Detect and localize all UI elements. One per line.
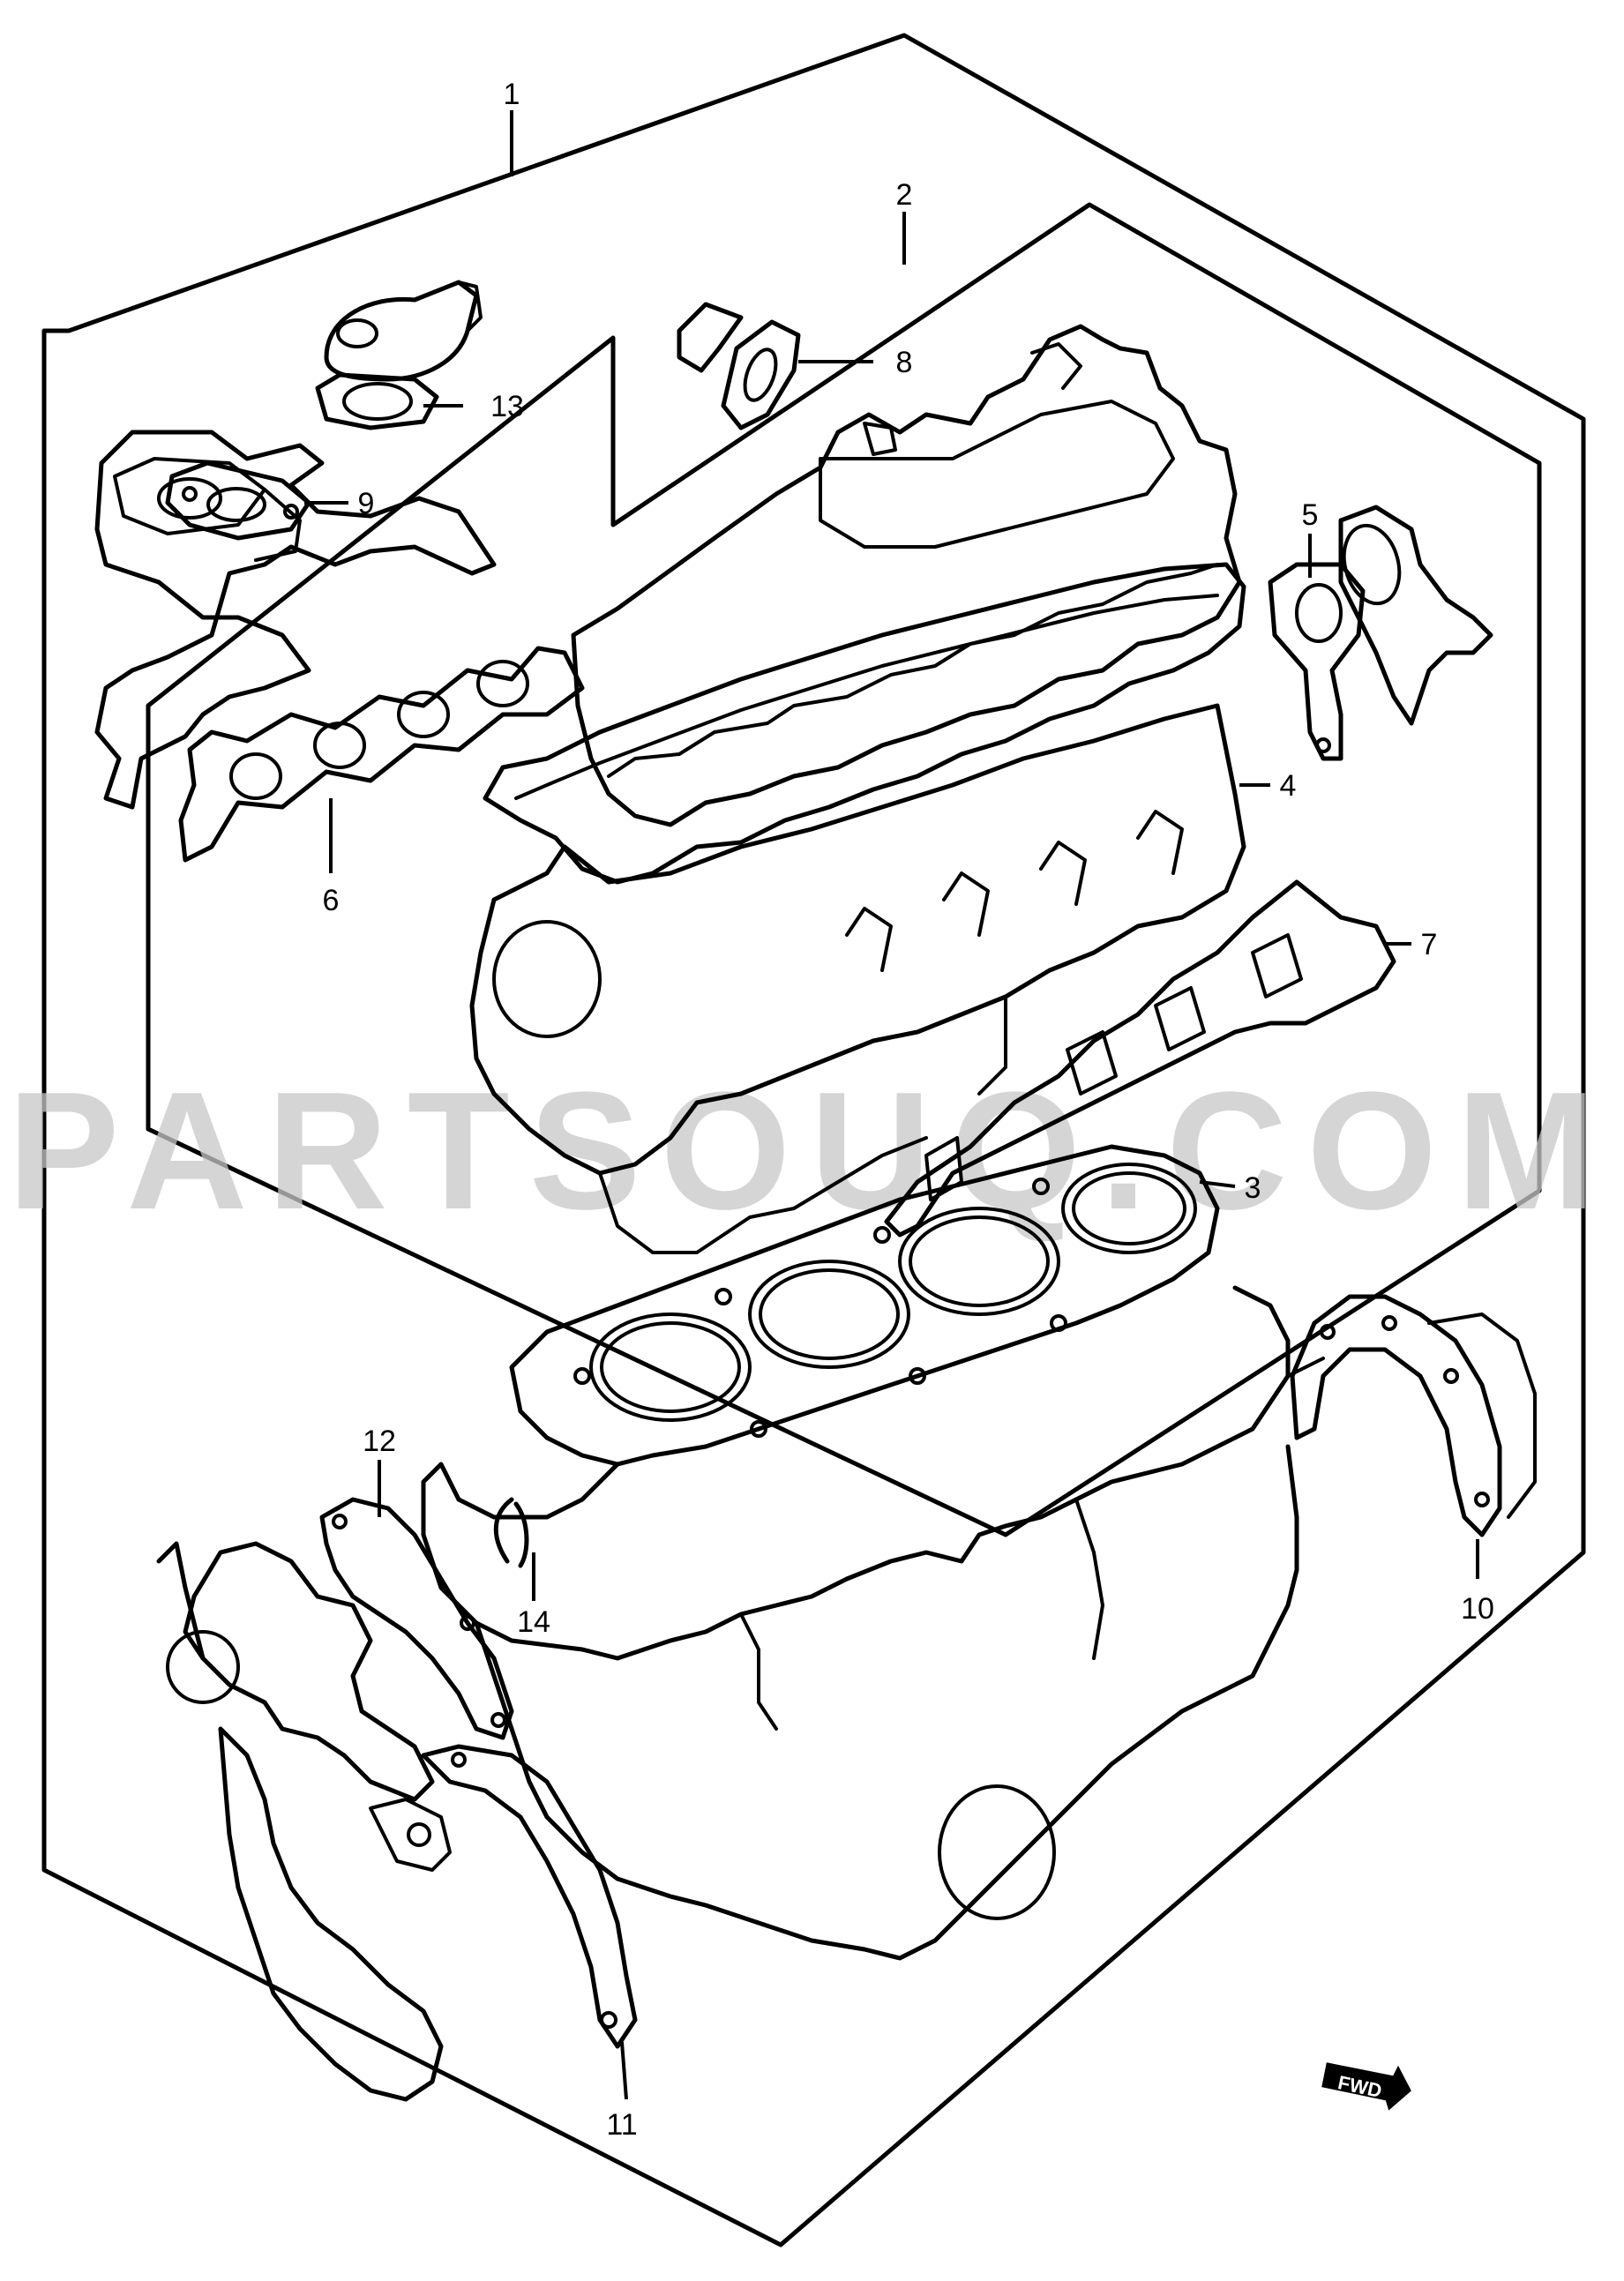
cylinder-head-gasket-3 bbox=[509, 1144, 1220, 1467]
fuel-pump-gasket-8 bbox=[721, 319, 801, 430]
cylinder-block bbox=[421, 1285, 1325, 1961]
watermark: PARTSOUQ.COM bbox=[8, 1058, 1616, 1245]
front-direction-marker: FWD bbox=[1321, 2062, 1411, 2111]
leader-lines bbox=[304, 110, 1479, 2100]
oil-seal-14 bbox=[493, 1497, 529, 1568]
callout-labels: 1 2 3 4 5 6 7 8 9 10 11 12 13 14 bbox=[323, 78, 1494, 2142]
kit-outline-2 bbox=[146, 202, 1542, 1537]
callout-11: 11 bbox=[606, 2108, 637, 2142]
head-cover-gasket-4 bbox=[483, 562, 1246, 885]
callout-2: 2 bbox=[896, 178, 913, 212]
callout-7: 7 bbox=[1421, 928, 1438, 961]
callout-13: 13 bbox=[490, 390, 524, 423]
callout-6: 6 bbox=[323, 884, 340, 917]
callout-9: 9 bbox=[358, 487, 375, 520]
water-inlet-gasket-5 bbox=[1268, 562, 1366, 761]
intake-manifold bbox=[94, 430, 497, 810]
callout-3: 3 bbox=[1245, 1171, 1261, 1205]
oil-seal-housing-gasket-10 bbox=[1290, 1294, 1537, 1537]
water-pump-gasket-12 bbox=[319, 1497, 514, 1740]
cylinder-head bbox=[469, 703, 1246, 1254]
callout-12: 12 bbox=[363, 1425, 396, 1458]
water-pump bbox=[156, 1541, 435, 1802]
callout-5: 5 bbox=[1302, 498, 1319, 532]
carburetor-gasket-9 bbox=[165, 460, 311, 541]
cylinder-head-cover bbox=[571, 324, 1242, 827]
callout-14: 14 bbox=[517, 1605, 550, 1639]
timing-cover-gasket-11 bbox=[421, 1744, 638, 2049]
exhaust-manifold-gasket-7 bbox=[884, 879, 1396, 1238]
timing-cover bbox=[218, 1726, 452, 2102]
callout-4: 4 bbox=[1280, 769, 1297, 803]
callout-10: 10 bbox=[1461, 1592, 1494, 1626]
fuel-pump-plate bbox=[677, 302, 744, 373]
intake-manifold-gasket-6 bbox=[178, 646, 585, 863]
thermostat-housing bbox=[324, 280, 483, 382]
kit-outline-1 bbox=[41, 33, 1586, 2247]
thermostat-gasket-13 bbox=[315, 372, 439, 430]
callout-8: 8 bbox=[896, 346, 913, 379]
callout-1: 1 bbox=[504, 78, 520, 111]
